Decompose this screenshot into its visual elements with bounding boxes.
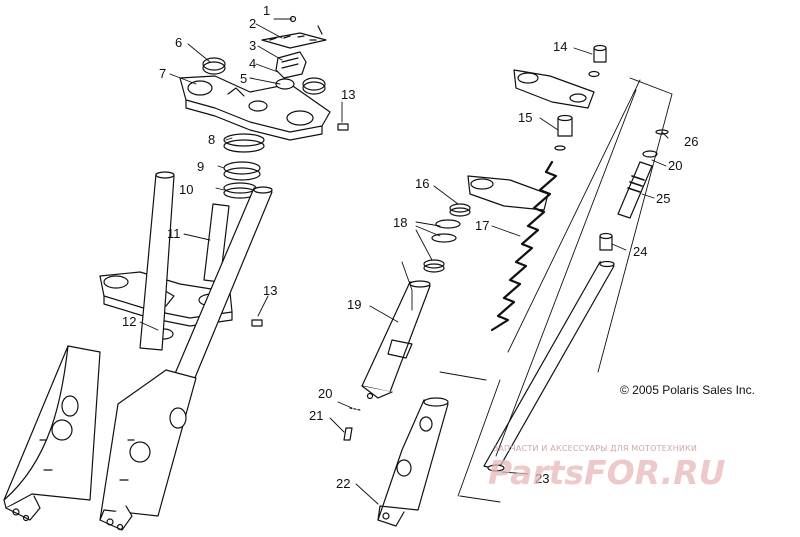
callout-9: 9	[197, 159, 205, 174]
callout-23: 23	[535, 471, 550, 486]
copyright-notice: © 2005 Polaris Sales Inc.	[620, 383, 755, 397]
callout-13-lower: 13	[263, 283, 278, 298]
left-fork-assembly	[3, 15, 349, 531]
watermark-tagline: ЗАПЧАСТИ И АКСЕССУАРЫ ДЛЯ МОТОТЕХНИКИ	[493, 444, 698, 453]
callout-6: 6	[175, 35, 183, 50]
callout-4: 4	[249, 56, 257, 71]
callout-20-right: 20	[668, 158, 683, 173]
switch-body	[275, 51, 307, 79]
callout-5: 5	[240, 71, 248, 86]
callout-8: 8	[208, 132, 216, 147]
callout-19: 19	[347, 297, 362, 312]
outer-tube	[483, 261, 615, 471]
watermark-logo: PartsFOR.RU	[488, 453, 726, 492]
callout-13-top: 13	[341, 87, 356, 102]
callout-1: 1	[263, 3, 271, 18]
callout-26: 26	[684, 134, 699, 149]
ignition-plate	[261, 32, 327, 49]
callout-18: 18	[393, 215, 408, 230]
callout-15: 15	[518, 110, 533, 125]
callout-25: 25	[656, 191, 671, 206]
callout-2: 2	[249, 16, 257, 31]
callout-11: 11	[167, 226, 181, 241]
right-fork-slider	[99, 369, 197, 521]
callout-24: 24	[633, 244, 648, 259]
callout-12: 12	[122, 314, 137, 329]
callout-10: 10	[179, 182, 194, 197]
fork-spring	[490, 160, 558, 332]
callout-20-left: 20	[318, 386, 333, 401]
right-fork-assembly	[329, 44, 673, 527]
lower-slider	[377, 399, 449, 521]
damper-tube	[361, 281, 431, 393]
callout-16: 16	[415, 176, 430, 191]
callout-22: 22	[336, 476, 351, 491]
callout-17: 17	[475, 218, 490, 233]
callout-3: 3	[249, 38, 257, 53]
callout-14: 14	[553, 39, 568, 54]
left-fork-tube	[139, 173, 175, 351]
callout-7: 7	[159, 66, 167, 81]
callout-21: 21	[309, 408, 324, 423]
